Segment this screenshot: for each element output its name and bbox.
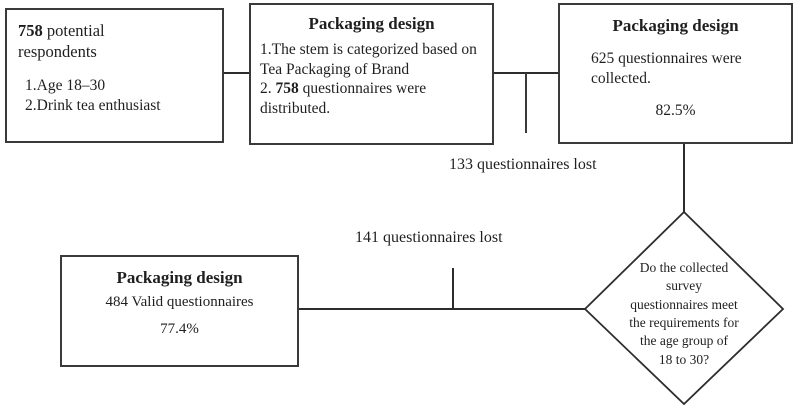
distributed-box-body: 1.The stem is categorized based on Tea P…: [260, 40, 484, 119]
distributed-box-title: Packaging design: [308, 14, 435, 33]
distributed-point2-rest: questionnaires were distributed.: [260, 80, 427, 118]
collected-box-body: 625 questionnaires were collected.: [591, 50, 742, 87]
decision-line: the age group of: [639, 333, 729, 349]
distributed-point-1: 1.The stem is categorized based on Tea P…: [260, 41, 477, 78]
decision-line: survey: [666, 278, 702, 294]
distributed-count: 758: [275, 80, 299, 98]
decision-line: questionnaires meet: [630, 296, 738, 312]
label-141-questionnaires-lost: 141 questionnaires lost: [355, 229, 503, 246]
distributed-point-2: 2. 758 questionnaires were distributed.: [260, 79, 484, 118]
valid-percentage: 77.4%: [160, 321, 199, 337]
valid-box-title: Packaging design: [116, 268, 243, 287]
collected-box-title: Packaging design: [612, 16, 739, 35]
valid-box-body: 484 Valid questionnaires: [105, 294, 254, 310]
box-potential-respondents: 758 potential respondents 1.Age 18–30 2.…: [5, 8, 224, 143]
label-133-questionnaires-lost: 133 questionnaires lost: [449, 156, 597, 173]
box-valid-questionnaires: Packaging design 484 Valid questionnaire…: [60, 255, 299, 367]
criteria-tea: 2.Drink tea enthusiast: [25, 97, 161, 115]
decision-diamond-shape: [583, 210, 785, 406]
respondents-title: 758 potential respondents: [18, 21, 168, 63]
box-questionnaires-collected: Packaging design 625 questionnaires were…: [558, 3, 793, 144]
decision-line: 18 to 30?: [658, 351, 710, 367]
decision-line: Do the collected: [639, 260, 729, 275]
respondents-title-text: potential respondents: [18, 21, 105, 61]
decision-line: the requirements for: [629, 315, 739, 331]
respondents-criteria: 1.Age 18–30 2.Drink tea enthusiast: [25, 76, 222, 117]
respondents-count: 758: [18, 21, 43, 40]
distributed-point2-prefix: 2.: [260, 80, 276, 98]
criteria-age: 1.Age 18–30: [25, 76, 106, 94]
decision-diamond-text: Do the collected survey questionnaires m…: [594, 259, 774, 369]
box-questionnaires-distributed: Packaging design 1.The stem is categoriz…: [249, 3, 494, 145]
collected-percentage: 82.5%: [655, 102, 696, 120]
